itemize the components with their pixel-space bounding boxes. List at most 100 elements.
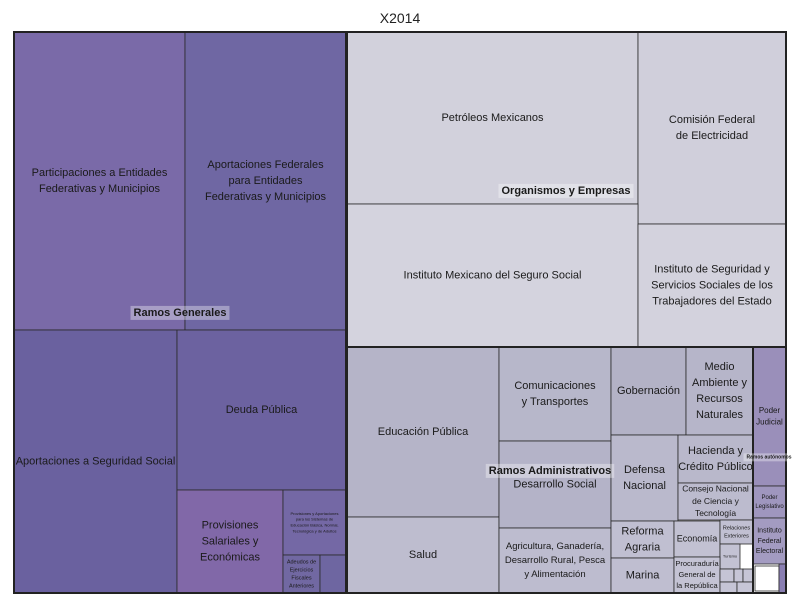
- tile-adeudos-de-ejercicios-fiscales-anteriores-label-line-3: Fiscales: [291, 575, 311, 581]
- tile-ramos-autonomos-4[interactable]: [754, 565, 780, 592]
- tile-aportaciones-federales-para-entidades-federativas-y-municipios-label-line-3: Federativas y Municipios: [205, 191, 327, 203]
- tile-aportaciones-federales-para-entidades-federativas-y-municipios-label-line-1: Aportaciones Federales: [207, 159, 324, 171]
- tile-aportaciones-a-seguridad-social-label-line-1: Aportaciones a Seguridad Social: [16, 455, 176, 467]
- tile-instituto-mexicano-del-seguro-social-label-line-1: Instituto Mexicano del Seguro Social: [404, 269, 582, 281]
- tile-ramos-autonomos-5[interactable]: [778, 563, 787, 594]
- tile-gobernacion-label-line-1: Gobernación: [617, 385, 680, 397]
- tile-instituto-federal-electoral-label-line-2: Federal: [758, 538, 782, 545]
- tile-provisiones-salariales-y-economicas-label-line-3: Económicas: [200, 551, 260, 563]
- tile-provisiones-salariales-y-economicas-rect: [176, 489, 284, 594]
- tile-desarrollo-social[interactable]: Desarrollo Social: [498, 440, 612, 529]
- tile-ramos-generales-8-rect: [319, 554, 347, 594]
- tile-procuraduria-general-de-la-republica-rect: [673, 556, 721, 594]
- tile-ramos-administrativos-17[interactable]: [719, 568, 735, 583]
- group-label-bg-ramos-generales: [130, 305, 230, 320]
- tile-ramos-administrativos-17-rect: [719, 568, 735, 583]
- tile-ramos-administrativos-21[interactable]: [736, 581, 754, 594]
- tile-agricultura-ganaderia-desarrollo-rural-pesca-y-alimentacion-label-line-3: y Alimentación: [524, 569, 585, 580]
- tile-educacion-publica[interactable]: Educación Pública: [346, 346, 500, 518]
- tile-consejo-nacional-de-ciencia-y-tecnologia-label-line-1: Consejo Nacional: [682, 483, 749, 493]
- tile-economia[interactable]: Economía: [673, 520, 721, 558]
- tile-gobernacion[interactable]: Gobernación: [610, 346, 687, 436]
- tile-relaciones-exteriores-label-line-2: Exteriores: [724, 533, 749, 539]
- tile-procuraduria-general-de-la-republica-label-line-1: Procuraduría: [675, 559, 719, 568]
- tile-comision-federal-de-electricidad-label-line-2: de Electricidad: [676, 130, 748, 142]
- tile-relaciones-exteriores-label-line-1: Relaciones: [723, 525, 750, 531]
- tile-ramos-administrativos-18-rect: [733, 568, 744, 583]
- tile-adeudos-de-ejercicios-fiscales-anteriores-label-line-4: Anteriores: [289, 583, 314, 589]
- tile-instituto-mexicano-del-seguro-social[interactable]: Instituto Mexicano del Seguro Social: [346, 203, 639, 348]
- group-label-bg-organismos-y-empresas: [498, 183, 634, 198]
- tile-deuda-publica[interactable]: Deuda Pública: [176, 329, 347, 491]
- tile-consejo-nacional-de-ciencia-y-tecnologia-label-line-3: Tecnología: [695, 508, 736, 518]
- tile-ramos-administrativos-21-rect: [736, 581, 754, 594]
- tile-instituto-de-seguridad-y-servicios-sociales-de-los-trabajadores-del-estado-label-line-3: Trabajadores del Estado: [652, 295, 771, 307]
- tile-ramos-autonomos-5-rect: [778, 563, 787, 594]
- tile-medio-ambiente-y-recursos-naturales-label-line-1: Medio: [705, 361, 735, 373]
- tile-marina[interactable]: Marina: [610, 557, 675, 594]
- tile-gobernacion-rect: [610, 346, 687, 436]
- tile-adeudos-de-ejercicios-fiscales-anteriores-label-line-2: Ejercicios: [290, 567, 314, 573]
- tile-petroleos-mexicanos[interactable]: Petróleos Mexicanos: [346, 31, 639, 205]
- tile-ramos-administrativos-20[interactable]: [719, 581, 738, 594]
- tile-relaciones-exteriores-rect: [719, 519, 754, 545]
- tile-salud-rect: [346, 516, 500, 594]
- tile-hacienda-y-credito-publico-label-line-2: Crédito Público: [678, 461, 753, 473]
- tile-petroleos-mexicanos-label-line-1: Petróleos Mexicanos: [441, 112, 544, 124]
- tile-agricultura-ganaderia-desarrollo-rural-pesca-y-alimentacion-label-line-2: Desarrollo Rural, Pesca: [505, 555, 606, 566]
- tile-defensa-nacional-rect: [610, 434, 679, 522]
- tile-salud[interactable]: Salud: [346, 516, 500, 594]
- tile-medio-ambiente-y-recursos-naturales-label-line-3: Recursos: [696, 393, 743, 405]
- group-label-organismos-y-empresas: Organismos y Empresas: [501, 185, 630, 197]
- tile-medio-ambiente-y-recursos-naturales-label-line-4: Naturales: [696, 409, 744, 421]
- tile-agricultura-ganaderia-desarrollo-rural-pesca-y-alimentacion-rect: [498, 527, 612, 594]
- tile-turismo-label-line-1: Turismo: [723, 554, 738, 559]
- tile-petroleos-mexicanos-rect: [346, 31, 639, 205]
- tile-procuraduria-general-de-la-republica-label-line-2: General de: [678, 570, 715, 579]
- tile-hacienda-y-credito-publico[interactable]: Hacienda y Crédito Público: [677, 434, 754, 484]
- tile-turismo[interactable]: Turismo: [719, 543, 741, 570]
- tile-participaciones-a-entidades-federativas-y-municipios-label-line-2: Federativas y Municipios: [39, 183, 161, 195]
- tile-economia-rect: [673, 520, 721, 558]
- tile-adeudos-de-ejercicios-fiscales-anteriores-rect: [282, 554, 321, 594]
- tile-hacienda-y-credito-publico-label-line-1: Hacienda y: [688, 445, 744, 457]
- tile-ramos-administrativos-19-rect: [742, 568, 754, 583]
- tile-provisiones-y-aportaciones-para-los-sistemas-de-educacion-basica-normal-tecnologica-y-de-adultos-label-line-3: Educación Básica, Normal,: [290, 522, 338, 527]
- tile-ramos-administrativos-18[interactable]: [733, 568, 744, 583]
- tile-hacienda-y-credito-publico-rect: [677, 434, 754, 484]
- tile-provisiones-y-aportaciones-para-los-sistemas-de-educacion-basica-normal-tecnologica-y-de-adultos-label-line-1: Provisiones y Aportaciones: [290, 511, 338, 516]
- tile-ramos-generales-8[interactable]: [319, 554, 347, 594]
- group-label-ramos-autonomos: Ramos autónomos: [746, 454, 791, 460]
- tile-medio-ambiente-y-recursos-naturales-rect: [685, 346, 754, 436]
- tile-ramos-administrativos-19[interactable]: [742, 568, 754, 583]
- tile-comision-federal-de-electricidad-rect: [637, 31, 787, 225]
- group-label-bg-ramos-administrativos: [485, 463, 615, 478]
- tile-marina-rect: [610, 557, 675, 594]
- tile-poder-legislativo-label-line-2: Legislativo: [755, 504, 784, 510]
- tile-desarrollo-social-label-line-1: Desarrollo Social: [513, 478, 596, 490]
- tile-ramos-autonomos-4-rect: [754, 565, 780, 592]
- tile-agricultura-ganaderia-desarrollo-rural-pesca-y-alimentacion[interactable]: Agricultura, Ganadería,Desarrollo Rural,…: [498, 527, 612, 594]
- tile-aportaciones-a-seguridad-social[interactable]: Aportaciones a Seguridad Social: [13, 329, 178, 594]
- tile-poder-legislativo-label-line-1: Poder: [761, 495, 777, 501]
- tile-poder-judicial-label-line-1: Poder: [759, 406, 781, 415]
- tile-marina-label-line-1: Marina: [626, 569, 661, 581]
